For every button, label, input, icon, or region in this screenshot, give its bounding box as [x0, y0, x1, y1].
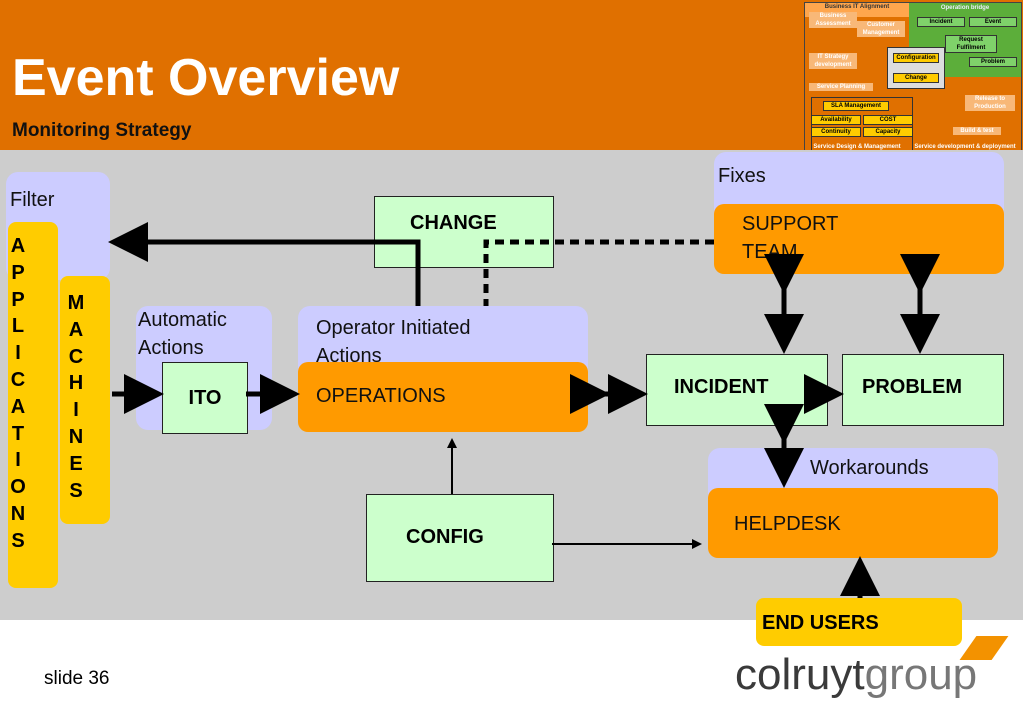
operations-label: OPERATIONS [316, 385, 446, 407]
logo-part2: group [864, 650, 978, 699]
config-box [366, 494, 554, 582]
applications-letter: P [11, 261, 25, 284]
minimap-sla-management: SLA Management [823, 101, 889, 111]
minimap-release: Release to Production [965, 95, 1015, 111]
minimap-incident: Incident [917, 17, 965, 27]
applications-letter: A [10, 395, 26, 418]
slide-subtitle: Monitoring Strategy [12, 120, 192, 141]
end-users-label: END USERS [762, 612, 879, 634]
minimap-cost: COST [863, 115, 913, 125]
minimap-capacity: Capacity [863, 127, 913, 137]
support-to-change-dotted [483, 239, 714, 306]
applications-letter: L [11, 315, 25, 338]
machines-letter: E [69, 452, 83, 475]
minimap-build-test: Build & test [953, 127, 1001, 135]
fixes-label: Fixes [718, 165, 766, 187]
slide-number: slide 36 [44, 668, 110, 689]
minimap-customer-management: Customer Management [857, 21, 905, 37]
config-label: CONFIG [406, 526, 484, 548]
operator-initiated-label: Operator Initiated Actions [316, 317, 471, 362]
applications-bar [8, 222, 58, 588]
minimap-header-right: Operation bridge [940, 5, 990, 11]
minimap-business-assessment: Business Assessment [809, 12, 857, 28]
applications-letter: C [10, 368, 26, 391]
ito-label: ITO [188, 386, 222, 409]
applications-letter: I [15, 449, 21, 472]
applications-letter: S [11, 529, 25, 552]
automatic-actions-label: Automatic Actions [138, 309, 227, 359]
logo-part1: colruyt [735, 650, 865, 699]
applications-letter: I [15, 342, 21, 365]
minimap-change: Change [893, 73, 939, 83]
helpdesk-label: HELPDESK [734, 513, 841, 535]
minimap-availability: Availability [811, 115, 861, 125]
machines-letter: S [69, 479, 83, 502]
problem-label: PROBLEM [862, 376, 962, 398]
machines-letter: A [68, 318, 84, 341]
company-logo: colruytgroup [735, 650, 977, 700]
applications-letter: T [11, 422, 25, 445]
minimap-request-fulfilment: Request Fulfilment [945, 35, 997, 53]
problem-box [842, 354, 1004, 426]
minimap-problem: Problem [969, 57, 1017, 67]
helpdesk-box [708, 488, 998, 558]
minimap-continuity: Continuity [811, 127, 861, 137]
minimap-service-planning: Service Planning [809, 83, 873, 91]
applications-letter: N [10, 502, 26, 525]
minimap-event: Event [969, 17, 1017, 27]
slide-title: Event Overview [12, 49, 400, 107]
ito-box: ITO [162, 362, 248, 434]
applications-letter: A [10, 235, 26, 257]
machines-letter: H [68, 372, 84, 395]
machines-letter: C [68, 345, 84, 368]
minimap-configuration: Configuration [893, 53, 939, 63]
end-users-box [756, 598, 962, 646]
minimap-it-strategy: IT Strategy development [809, 53, 857, 69]
applications-letter: P [11, 288, 25, 311]
minimap-footer-left: Service Design & Management [813, 144, 901, 150]
applications-letter: O [10, 476, 26, 499]
operations-box [298, 362, 588, 432]
machines-bar [60, 276, 110, 524]
machines-letter: I [73, 399, 79, 422]
minimap-footer-right: Service development & deployment [914, 144, 1016, 150]
support-team-box [714, 204, 1004, 274]
incident-label: INCIDENT [674, 376, 769, 398]
change-box [374, 196, 554, 268]
change-to-filter-arrow [108, 222, 421, 306]
machines-letter: M [67, 292, 85, 314]
change-label: CHANGE [410, 212, 497, 234]
filter-label: Filter [10, 189, 55, 211]
machines-letter: N [68, 425, 84, 448]
process-minimap: Business IT Alignment Operation bridge B… [804, 2, 1022, 154]
workarounds-label: Workarounds [810, 457, 929, 479]
